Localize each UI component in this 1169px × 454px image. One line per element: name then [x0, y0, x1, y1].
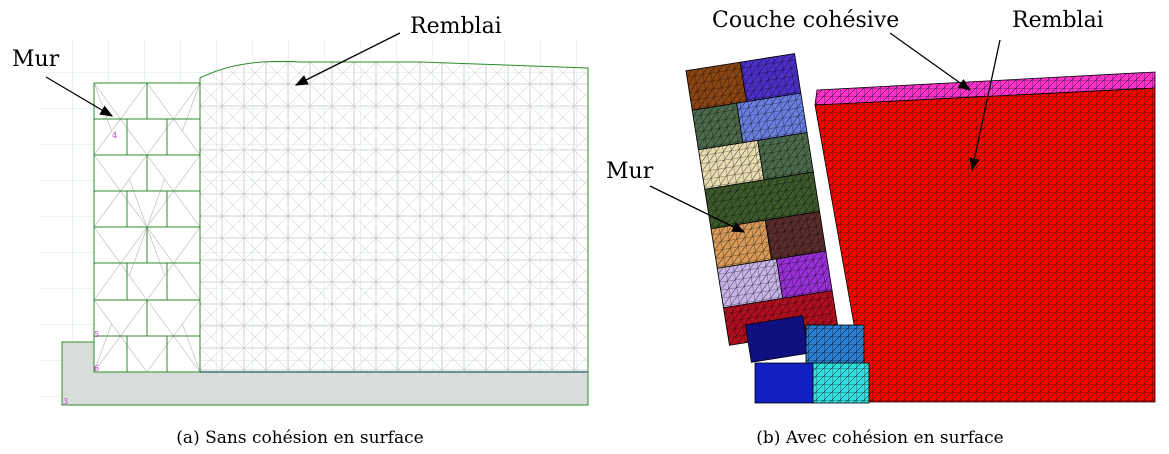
label-wall: Mur [606, 159, 654, 184]
caption-b: (b) Avec cohésion en surface [756, 428, 1003, 448]
arrow-backfill [969, 39, 1001, 172]
figure-b-canvas: Couche cohésive Remblai Mur (b) Avec coh… [606, 8, 1156, 448]
arrow-wall [45, 76, 114, 117]
arrow-wall [649, 185, 746, 233]
backfill-mesh [815, 88, 1155, 402]
cohesive-layer-mesh [815, 72, 1155, 105]
label-backfill: Remblai [1012, 8, 1104, 33]
arrow-backfill [294, 32, 401, 86]
wall-mesh [93, 82, 201, 373]
arrow-cohesive-layer [889, 32, 972, 91]
node-label: 5 [94, 330, 99, 339]
caption-a: (a) Sans cohésion en surface [176, 428, 423, 448]
node-label: 3 [63, 397, 68, 406]
node-label: 4 [112, 131, 117, 140]
label-cohesive-layer: Couche cohésive [712, 8, 899, 33]
figure-a-canvas: 5 6 3 4 Mur Remblai (a) Sans cohésion en… [12, 14, 589, 448]
node-label: 6 [94, 364, 99, 373]
wall-blocks [685, 53, 870, 404]
figure-a: 5 6 3 4 Mur Remblai (a) Sans cohésion en… [12, 14, 589, 448]
figure-b: Couche cohésive Remblai Mur (b) Avec coh… [600, 0, 1169, 450]
backfill-mesh [199, 60, 589, 373]
label-backfill: Remblai [410, 14, 502, 39]
label-wall: Mur [12, 47, 60, 72]
